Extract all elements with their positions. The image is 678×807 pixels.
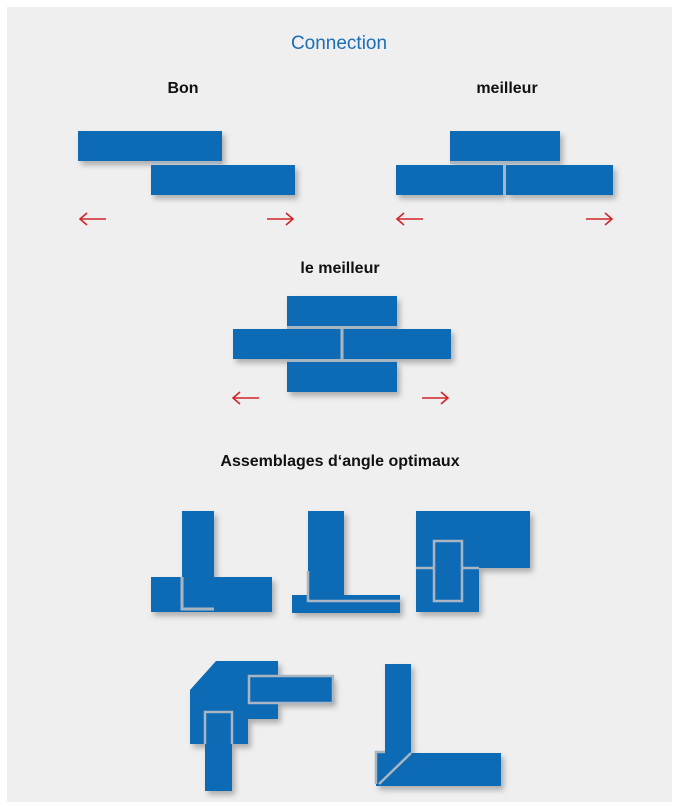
beam xyxy=(233,329,341,359)
corner-joint-4 xyxy=(190,661,333,791)
beam xyxy=(376,753,501,786)
beam xyxy=(78,131,222,161)
page-title: Connection xyxy=(290,33,388,54)
seam-line xyxy=(203,710,234,744)
corner-joint-1 xyxy=(151,511,272,612)
beam xyxy=(287,296,397,326)
beam xyxy=(506,165,613,195)
label-better: meilleur xyxy=(476,80,538,97)
arrow-left-icon xyxy=(231,391,259,405)
inset-outline xyxy=(247,674,335,705)
label-corner-joints: Assemblages d‘angle optimaux xyxy=(220,453,460,470)
seam-line xyxy=(374,750,385,784)
beam xyxy=(287,362,397,392)
miter-line xyxy=(378,752,412,785)
beam xyxy=(308,511,344,611)
better-joint-diagram xyxy=(396,131,613,195)
beam xyxy=(151,577,183,612)
beam xyxy=(396,165,503,195)
arrow-right-icon xyxy=(586,212,614,226)
seam-line xyxy=(180,577,214,611)
beam xyxy=(292,595,309,613)
seam-line xyxy=(306,571,400,603)
corner-joint-5 xyxy=(376,664,501,786)
beam xyxy=(151,165,295,195)
corner-joint-2 xyxy=(292,511,400,613)
beam xyxy=(416,566,479,612)
good-joint-diagram xyxy=(78,131,295,195)
beam xyxy=(343,329,451,359)
arrow-left-icon xyxy=(395,212,423,226)
beam xyxy=(205,712,232,791)
arrow-left-icon xyxy=(78,212,106,226)
beam xyxy=(249,676,333,703)
beam xyxy=(292,595,400,613)
arrow-right-icon xyxy=(422,391,450,405)
label-good: Bon xyxy=(167,80,199,97)
inset-outline xyxy=(432,539,464,603)
arrow-right-icon xyxy=(267,212,295,226)
best-joint-diagram xyxy=(233,296,451,392)
label-best: le meilleur xyxy=(300,260,380,277)
beam xyxy=(450,131,560,161)
